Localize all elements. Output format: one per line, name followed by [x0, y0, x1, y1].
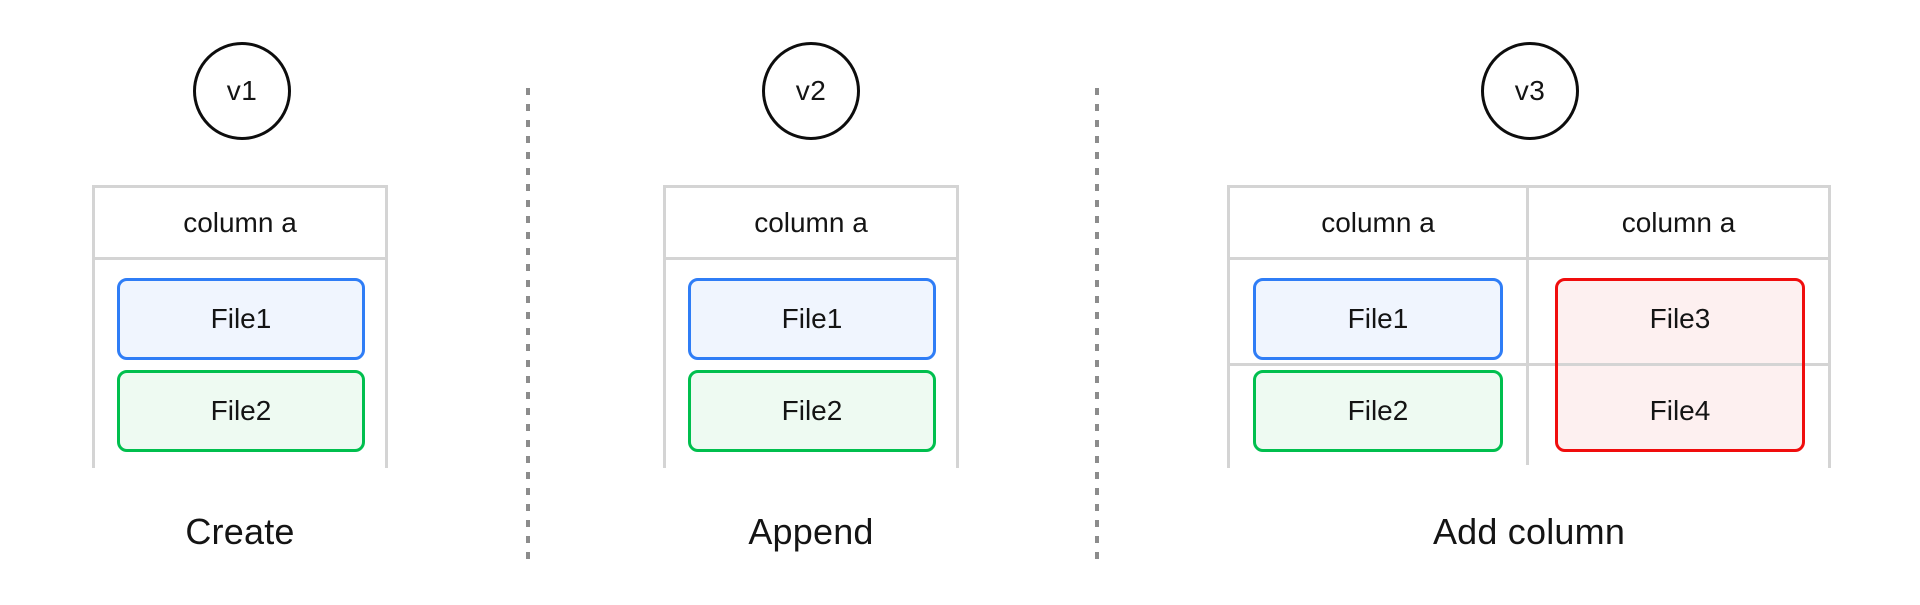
file-box-file2: File2: [1253, 370, 1503, 452]
column-header: column a: [754, 206, 868, 238]
file-label: File2: [210, 395, 272, 426]
row-divider: [1230, 363, 1555, 366]
file-label: File2: [1347, 395, 1409, 426]
file-label-file3: File3: [1649, 303, 1711, 334]
dashed-separator: [526, 88, 530, 560]
file-label: File1: [1347, 303, 1409, 334]
column-divider: [1526, 260, 1529, 465]
operation-label-add-column: Add column: [1432, 511, 1626, 552]
table-v1-header-row: column a: [95, 188, 385, 260]
file-box-file2: File2: [688, 370, 936, 452]
operation-label-append: Append: [748, 511, 874, 552]
file-box-file2: File2: [117, 370, 365, 452]
file-label: File2: [781, 395, 843, 426]
table-v2: column a File1 File2: [663, 185, 959, 468]
row-divider-through-box: [1558, 363, 1802, 366]
table-v3-body: File1 File2 File3 File4: [1230, 260, 1828, 465]
file-box-file3-file4: File3 File4: [1555, 278, 1805, 452]
version-label: v3: [1514, 75, 1546, 106]
version-badge-v3: v3: [1481, 42, 1579, 140]
file-label: File1: [210, 303, 272, 334]
version-label: v2: [795, 75, 827, 106]
file-box-file1: File1: [117, 278, 365, 360]
column-header: column a: [183, 206, 297, 238]
file-label: File1: [781, 303, 843, 334]
version-badge-v1: v1: [193, 42, 291, 140]
table-v3-header-row: column a column a: [1230, 188, 1828, 260]
file-label-file4: File4: [1649, 395, 1711, 426]
table-v3: column a column a File1 File2 File3 File…: [1227, 185, 1831, 468]
table-v2-body: File1 File2: [666, 260, 956, 465]
row-divider: [1805, 363, 1828, 366]
dashed-separator: [1095, 88, 1099, 560]
column-header-new: column a: [1621, 206, 1736, 238]
table-v1: column a File1 File2: [92, 185, 388, 468]
operation-label-create: Create: [185, 511, 295, 552]
file-box-file1: File1: [1253, 278, 1503, 360]
file-box-file1: File1: [688, 278, 936, 360]
version-label: v1: [226, 75, 258, 106]
column-header: column a: [1230, 188, 1529, 257]
version-badge-v2: v2: [762, 42, 860, 140]
table-v1-body: File1 File2: [95, 260, 385, 465]
table-v2-header-row: column a: [666, 188, 956, 260]
